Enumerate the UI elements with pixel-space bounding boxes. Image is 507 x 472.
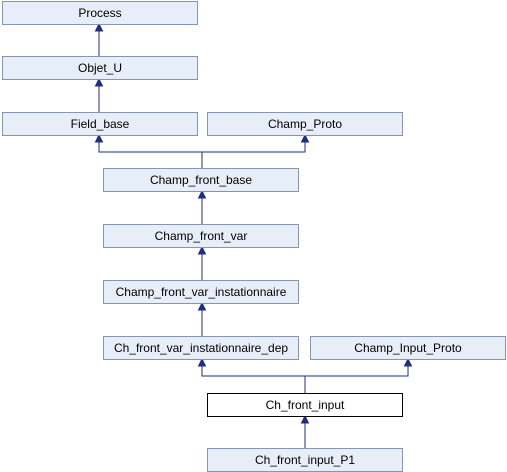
inheritance-edge-ch_front_var_instationnaire_dep-to-champ_front_var_instationnaire xyxy=(197,301,207,336)
arrowhead-icon xyxy=(94,22,104,32)
inheritance-edge-objet_u-to-process xyxy=(94,22,104,56)
class-node-field-base[interactable]: Field_base xyxy=(2,112,198,136)
class-node-box xyxy=(103,336,299,360)
edges-layer xyxy=(94,22,413,448)
class-node-box xyxy=(207,112,403,136)
class-node-box xyxy=(207,393,403,417)
class-node-box xyxy=(2,112,198,136)
inheritance-edge-champ_front_base-to-champ_proto xyxy=(201,133,310,168)
class-node-label: Champ_Input_Proto xyxy=(354,341,462,355)
arrowhead-icon xyxy=(197,189,207,199)
class-node-label: Process xyxy=(78,6,121,20)
class-node-objet-u[interactable]: Objet_U xyxy=(2,56,198,80)
class-node-label: Objet_U xyxy=(78,61,122,75)
class-node-box xyxy=(2,1,198,25)
class-node-label: Field_base xyxy=(71,117,130,131)
class-node-ch-front-var-instationnaire-dep[interactable]: Ch_front_var_instationnaire_dep xyxy=(103,336,299,360)
class-node-label: Ch_front_input_P1 xyxy=(255,453,355,467)
arrowhead-icon xyxy=(197,301,207,311)
class-node-box xyxy=(310,336,506,360)
arrowhead-icon xyxy=(94,77,104,87)
arrowhead-icon xyxy=(197,357,207,367)
edge-line xyxy=(201,365,306,393)
edge-line xyxy=(304,365,409,393)
class-node-box xyxy=(103,224,299,248)
class-node-label: Champ_front_base xyxy=(150,173,252,187)
inheritance-edge-champ_front_var_instationnaire-to-champ_front_var xyxy=(197,245,207,280)
arrowhead-icon xyxy=(403,357,413,367)
arrowhead-icon xyxy=(300,133,310,143)
edge-line xyxy=(98,141,203,168)
class-node-box xyxy=(103,168,299,192)
inheritance-edge-champ_front_var-to-champ_front_base xyxy=(197,189,207,224)
class-node-ch-front-input-p1[interactable]: Ch_front_input_P1 xyxy=(207,448,403,472)
inheritance-edge-champ_front_base-to-field_base xyxy=(94,133,203,168)
class-node-process[interactable]: Process xyxy=(2,1,198,25)
class-node-box xyxy=(2,56,198,80)
class-node-box xyxy=(103,280,299,304)
inheritance-edge-ch_front_input-to-ch_front_var_instationnaire_dep xyxy=(197,357,306,393)
arrowhead-icon xyxy=(197,245,207,255)
class-node-label: Ch_front_input xyxy=(266,398,345,412)
class-node-champ-input-proto[interactable]: Champ_Input_Proto xyxy=(310,336,506,360)
class-node-label: Champ_front_var_instationnaire xyxy=(116,285,287,299)
edge-line xyxy=(201,141,306,168)
class-node-champ-proto[interactable]: Champ_Proto xyxy=(207,112,403,136)
arrowhead-icon xyxy=(300,414,310,424)
inheritance-edge-ch_front_input-to-champ_input_proto xyxy=(304,357,413,393)
arrowhead-icon xyxy=(94,133,104,143)
class-node-champ-front-base[interactable]: Champ_front_base xyxy=(103,168,299,192)
class-node-label: Ch_front_var_instationnaire_dep xyxy=(114,341,288,355)
inheritance-edge-field_base-to-objet_u xyxy=(94,77,104,112)
class-node-champ-front-var-instationnaire[interactable]: Champ_front_var_instationnaire xyxy=(103,280,299,304)
class-node-champ-front-var[interactable]: Champ_front_var xyxy=(103,224,299,248)
inheritance-edge-ch_front_input_p1-to-ch_front_input xyxy=(300,414,310,448)
class-node-ch-front-input: Ch_front_input xyxy=(207,393,403,417)
class-node-label: Champ_Proto xyxy=(268,117,342,131)
class-node-label: Champ_front_var xyxy=(155,229,248,243)
